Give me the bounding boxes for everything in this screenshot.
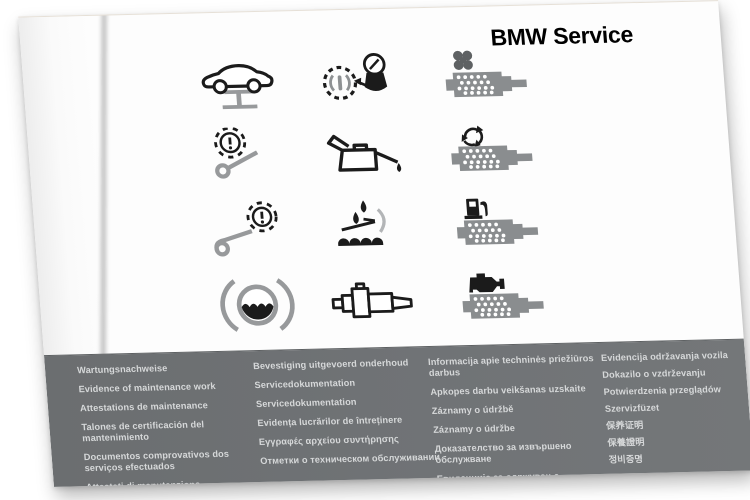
brake-fluid-level-icon — [196, 267, 320, 344]
legend-item: Attestati di manutenzione — [85, 479, 201, 487]
legend-item: Bevestiging uitgevoerd onderhoud — [252, 357, 409, 372]
legend-column-3: Informacija apie techninės priežiūros da… — [428, 353, 614, 487]
legend-item: Záznamy o údržbě — [431, 404, 514, 416]
legend-item: Attestations de maintenance — [79, 400, 209, 414]
legend-item: Servicedokumentation — [255, 396, 357, 410]
legend-item: Отметки о техническом обслуживании — [259, 451, 441, 467]
legend-item: Εγγραφές αρχείου συντήρησης — [258, 433, 400, 448]
fuel-filter-exhaust-icon — [426, 187, 578, 264]
legend-item: Dokazilo o vzdrževanju — [601, 367, 706, 380]
legend-item: Informacija apie techninės priežiūros da… — [427, 353, 594, 379]
legend-item: 保养证明 — [605, 419, 644, 431]
legend-item: Евиденција за одржување — [436, 470, 560, 484]
car-on-lift-icon — [179, 45, 303, 122]
legend-item: Evidencija održavanja vozila — [600, 349, 729, 363]
legend-item: 정비증명 — [608, 454, 644, 465]
tire-pressure-gauge-icon — [297, 42, 421, 119]
legend-column-1: Wartungsnachweise Evidence of maintenanc… — [77, 361, 255, 487]
engine-oil-can-icon — [302, 116, 426, 193]
service-icon-grid — [179, 39, 583, 344]
legend-item: Talones de certificación del mantenimien… — [81, 419, 205, 444]
legend-item: Evidența lucrărilor de întreținere — [257, 414, 403, 429]
legend-item: Servicedokumentation — [254, 377, 356, 391]
service-booklet-cover: BMW Service — [18, 0, 750, 487]
legend-column-4: Evidencija održavanja vozila Dokazilo o … — [601, 349, 750, 472]
parking-brake-check-icon — [190, 193, 314, 270]
brake-pad-wear-warning-icon — [184, 119, 308, 196]
legend-item: Apkopes darbu veikšanas uzskaite — [429, 383, 587, 397]
oxygen-sensor-plug-icon — [314, 264, 438, 341]
legend-item: Potwierdzenia przeglądów — [603, 384, 722, 397]
legend-band: Wartungsnachweise Evidence of maintenanc… — [43, 338, 750, 487]
legend-item: 保養證明 — [607, 436, 646, 448]
exhaust-microfilter-fan-icon — [415, 39, 567, 116]
legend-item: Szervizfüzet — [604, 402, 660, 414]
legend-item: Wartungsnachweise — [76, 363, 168, 376]
legend-item: Доказателство за извършено обслужване — [434, 440, 572, 465]
fluid-leak-check-icon — [308, 190, 432, 267]
exhaust-filter-regeneration-icon — [420, 113, 572, 190]
engine-exhaust-system-icon — [432, 260, 584, 337]
legend-item: Documentos comprovativos dos serviços ef… — [83, 448, 230, 474]
legend-item: Záznamy o údržbe — [432, 423, 516, 435]
legend-item: Evidence of maintenance work — [78, 381, 217, 395]
legend-column-2: Bevestiging uitgevoerd onderhoud Service… — [253, 357, 444, 475]
